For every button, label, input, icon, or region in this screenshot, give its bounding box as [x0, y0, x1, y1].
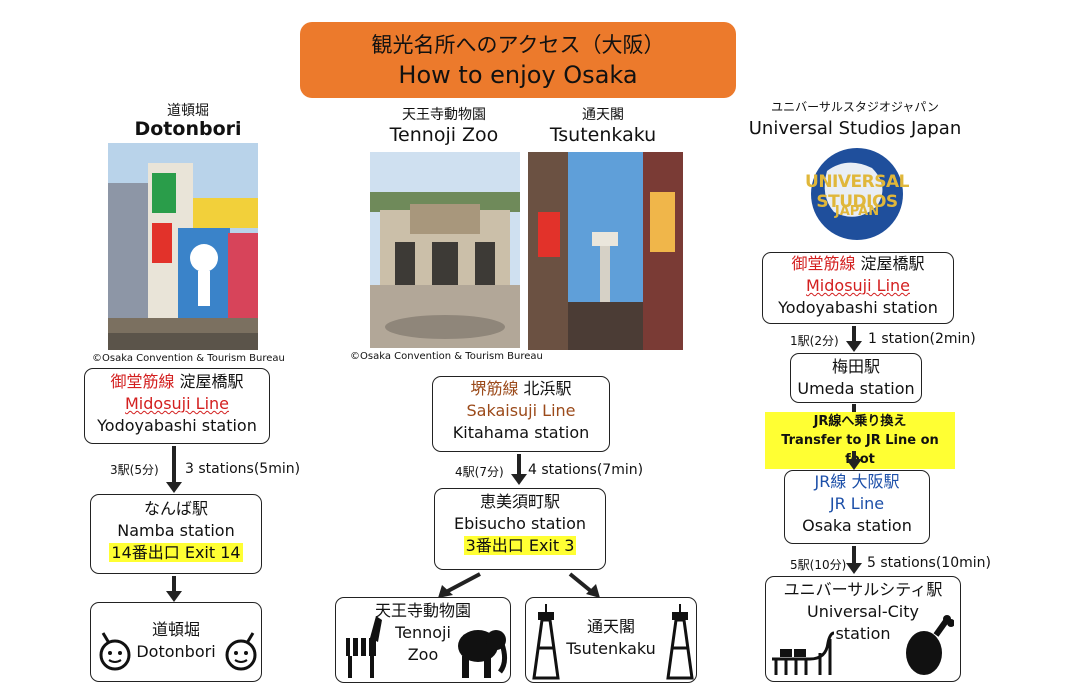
usj-umeda-jp: 梅田駅 [831, 357, 880, 376]
usj-step1-jp: 1駅(2分) [790, 334, 839, 348]
dotonbori-start-line-jp: 御堂筋線 [110, 372, 175, 391]
tennoji-start-station-jp: 北浜駅 [523, 379, 572, 398]
dotonbori-step-en: 3 stations(5min) [185, 461, 301, 477]
usj-osaka-box: JR線 大阪駅 JR Line Osaka station [784, 470, 930, 544]
tennoji-credit: ©Osaka Convention & Tourism Bureau [350, 351, 543, 362]
tower-icon [666, 604, 694, 680]
usj-arrow-1-head [846, 341, 862, 352]
tennoji-zoo-dest-box: 天王寺動物園 Tennoji Zoo [335, 597, 511, 683]
dotonbori-stop-box: なんば駅 Namba station 14番出口 Exit 14 [90, 494, 262, 574]
usj-dest-box: ユニバーサルシティ駅 Universal-City station [765, 576, 961, 682]
dotonbori-photo [108, 143, 258, 350]
dotonbori-step-jp: 3駅(5分) [110, 463, 159, 477]
tennoji-start-station-en: Kitahama station [452, 423, 590, 442]
title-banner: 観光名所へのアクセス（大阪） How to enjoy Osaka [300, 22, 736, 98]
usj-step1-en: 1 station(2min) [868, 331, 976, 347]
usj-name-en: Universal Studios Japan [748, 118, 962, 139]
drum-icon [225, 632, 257, 671]
dotonbori-start-station-jp: 淀屋橋駅 [179, 372, 244, 391]
turkey-leg-icon [906, 615, 954, 675]
usj-start-line-jp: 御堂筋線 [791, 254, 856, 273]
zebra-icon [346, 616, 382, 678]
dotonbori-start-box: 御堂筋線 淀屋橋駅 Midosuji Line Yodoyabashi stat… [84, 368, 270, 444]
usj-dest-jp: ユニバーサルシティ駅 [783, 580, 943, 599]
usj-start-station-jp: 淀屋橋駅 [860, 254, 925, 273]
usj-step2-en: 5 stations(10min) [867, 555, 991, 571]
tennoji-split-arrows [438, 572, 600, 598]
usj-logo-text1: UNIVERSAL STUDIOS [805, 172, 909, 212]
tsutenkaku-dest-en: Tsutenkaku [566, 639, 656, 658]
title-en: How to enjoy Osaka [398, 61, 638, 89]
usj-umeda-box: 梅田駅 Umeda station [790, 353, 922, 403]
dotonbori-exit: 14番出口 Exit 14 [109, 543, 243, 562]
usj-osaka-line-jp: JR線 [814, 472, 847, 491]
usj-umeda-en: Umeda station [797, 379, 915, 398]
tennoji-arrow-1-head [511, 474, 527, 485]
usj-transfer: JR線へ乗り換え Transfer to JR Line on foot [765, 412, 955, 469]
tennoji-arrow-1 [517, 454, 521, 476]
tennoji-name-en: Tennoji Zoo [389, 124, 499, 146]
usj-name-jp: ユニバーサルスタジオジャパン [771, 100, 939, 114]
tennoji-stop-jp: 恵美須町駅 [479, 492, 560, 511]
dotonbori-arrow-1-head [166, 482, 182, 493]
usj-arrow-4 [852, 546, 856, 564]
usj-osaka-line-en: JR Line [829, 494, 885, 513]
tennoji-step-en: 4 stations(7min) [528, 462, 644, 478]
tennoji-step-jp: 4駅(7分) [455, 465, 504, 479]
tennoji-stop-box: 恵美須町駅 Ebisucho station 3番出口 Exit 3 [434, 488, 606, 570]
tennoji-stop-en: Ebisucho station [453, 514, 587, 533]
dotonbori-arrow-1 [172, 446, 176, 484]
dotonbori-dest-box: 道頓堀 Dotonbori [90, 602, 262, 682]
tennoji-start-line-en: Sakaisuji Line [466, 401, 576, 420]
dotonbori-stop-en: Namba station [117, 521, 235, 540]
usj-arrow-2 [852, 404, 856, 412]
usj-start-line-en: Midosuji Line [806, 276, 910, 295]
title-jp: 観光名所へのアクセス（大阪） [371, 33, 665, 57]
tsutenkaku-dest-jp: 通天閣 [586, 617, 635, 636]
usj-osaka-station-jp: 大阪駅 [851, 472, 900, 491]
tennoji-photo [370, 152, 520, 348]
dotonbori-arrow-2-head [166, 591, 182, 602]
tower-icon [532, 604, 560, 680]
dotonbori-name-jp: 道頓堀 [167, 103, 209, 119]
dotonbori-dest-jp: 道頓堀 [151, 620, 200, 639]
tsutenkaku-name-en: Tsutenkaku [549, 124, 657, 146]
usj-arrow-3 [852, 451, 856, 461]
tennoji-exit: 3番出口 Exit 3 [463, 536, 577, 555]
tennoji-start-box: 堺筋線 北浜駅 Sakaisuji Line Kitahama station [432, 376, 610, 452]
tsutenkaku-photo [528, 152, 683, 350]
tsutenkaku-dest-box: 通天閣 Tsutenkaku [525, 597, 697, 683]
usj-step2-jp: 5駅(10分) [790, 558, 847, 572]
usj-start-station-en: Yodoyabashi station [778, 298, 938, 317]
usj-osaka-station-en: Osaka station [802, 516, 912, 535]
roller-coaster-icon [772, 631, 835, 675]
usj-dest-en1: Universal-City [807, 602, 919, 621]
dotonbori-start-line-en: Midosuji Line [125, 394, 229, 413]
usj-arrow-1 [852, 326, 856, 342]
usj-dest-en2: station [835, 624, 891, 643]
tsutenkaku-name-jp: 通天閣 [582, 107, 624, 123]
tennoji-zoo-dest-en1: Tennoji [395, 623, 451, 642]
dotonbori-start-station-en: Yodoyabashi station [97, 416, 257, 435]
usj-start-box: 御堂筋線 淀屋橋駅 Midosuji Line Yodoyabashi stat… [762, 252, 954, 324]
dotonbori-dest-en: Dotonbori [136, 642, 216, 661]
usj-transfer-jp: JR線へ乗り換え [813, 414, 907, 429]
tennoji-zoo-dest-en2: Zoo [407, 645, 439, 664]
usj-arrow-3-head [846, 459, 862, 470]
usj-logo-text2: JAPAN [834, 204, 880, 219]
dotonbori-stop-jp: なんば駅 [143, 499, 208, 518]
dotonbori-arrow-2 [172, 576, 176, 592]
elephant-icon [458, 630, 508, 678]
tennoji-name-jp: 天王寺動物園 [402, 107, 486, 123]
usj-logo: UNIVERSAL STUDIOS JAPAN [772, 146, 942, 242]
dotonbori-name-en: Dotonbori [134, 118, 242, 140]
dotonbori-credit: ©Osaka Convention & Tourism Bureau [92, 353, 285, 364]
usj-arrow-4-head [846, 563, 862, 574]
tennoji-zoo-dest-jp: 天王寺動物園 [374, 601, 471, 620]
drum-icon [99, 632, 131, 671]
tennoji-start-line-jp: 堺筋線 [470, 379, 519, 398]
